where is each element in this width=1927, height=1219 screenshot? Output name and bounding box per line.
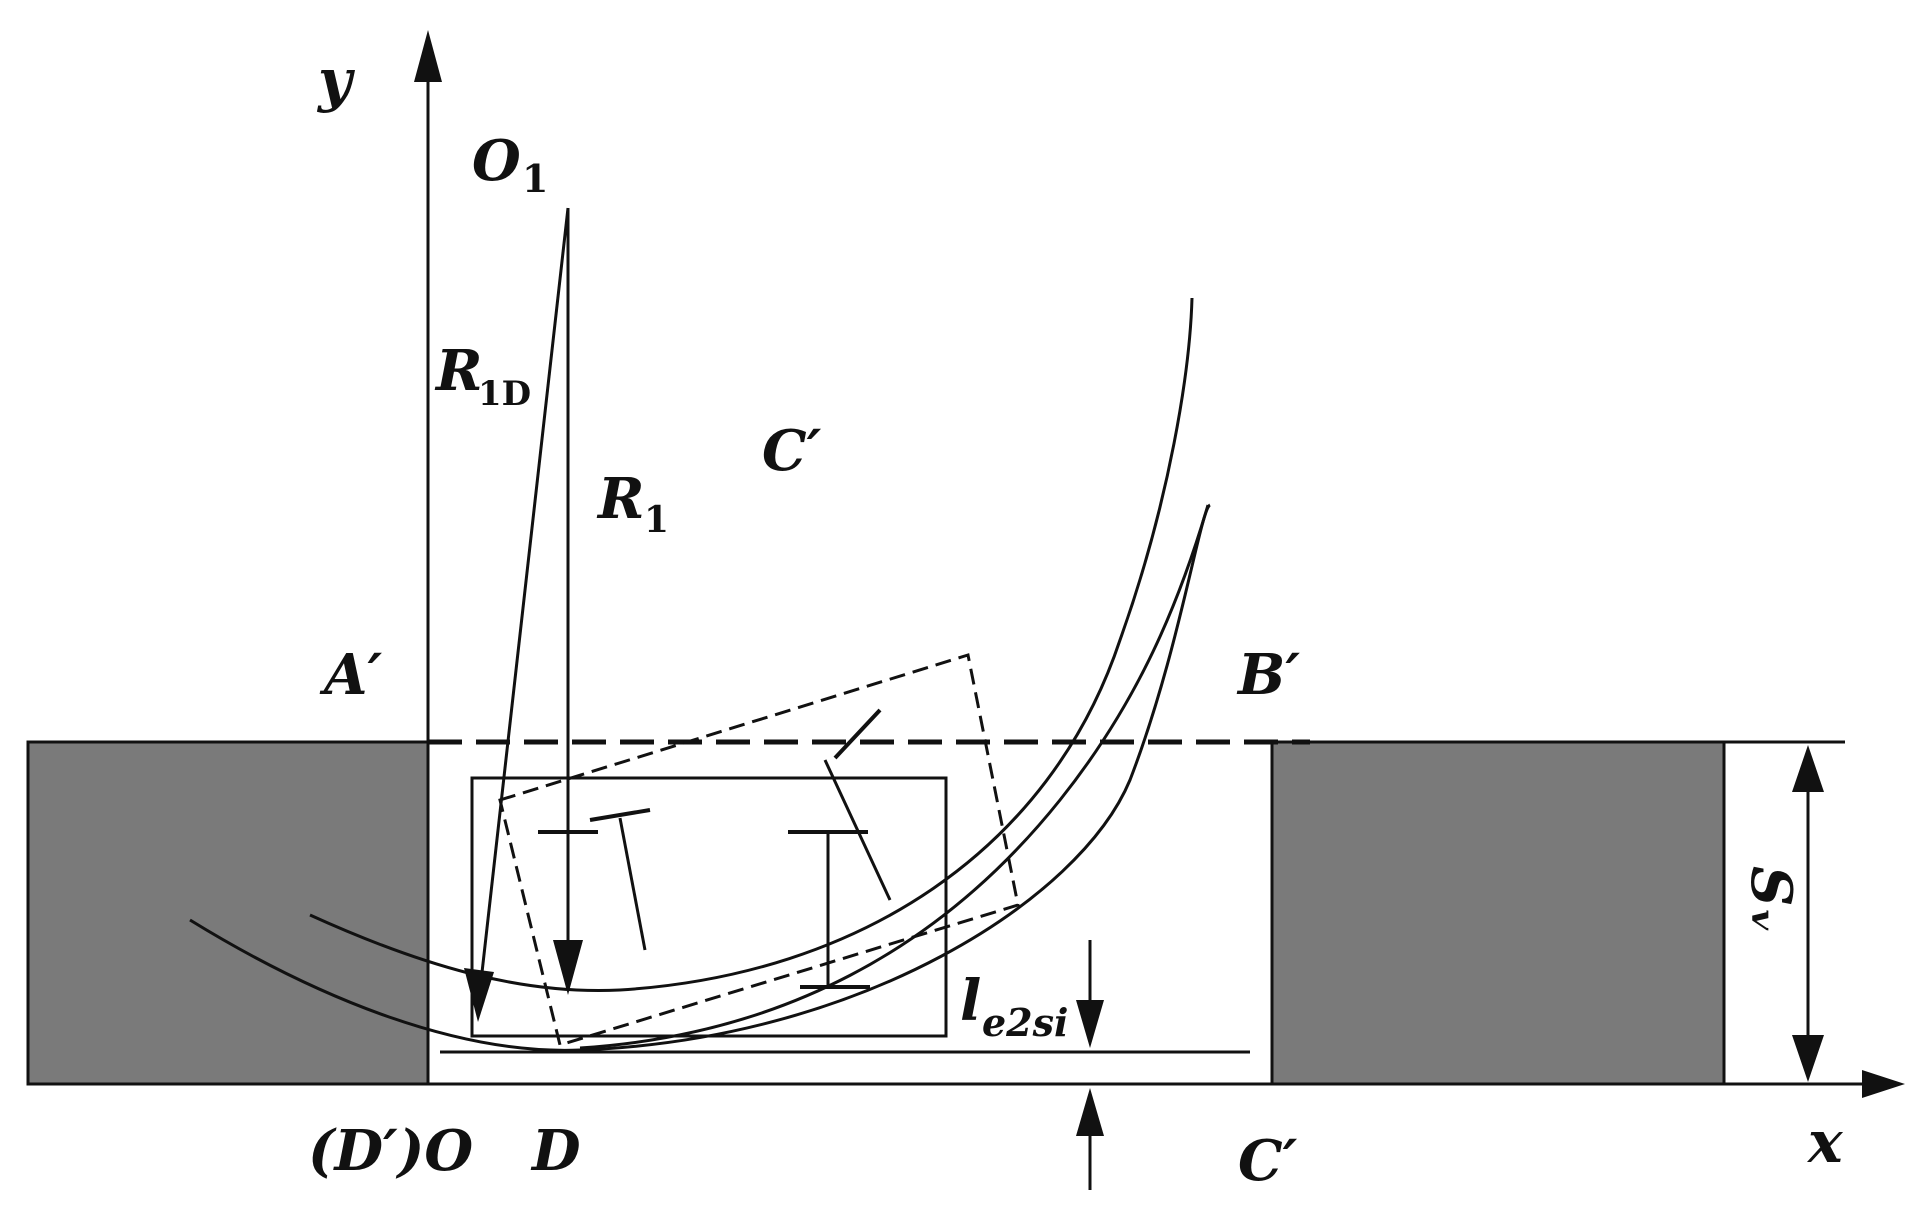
le2si-bottom-arrowhead <box>1076 1088 1104 1136</box>
rotated-rear-axle-mark <box>833 708 882 760</box>
d-label: D <box>530 1118 581 1184</box>
vehicle-rotated-position <box>498 653 1020 1047</box>
le2si-top-arrowhead <box>1076 1000 1104 1048</box>
sv-arrowhead-top <box>1792 745 1824 792</box>
r1-label: R <box>596 466 645 532</box>
sv-label: Sᵥ <box>1738 866 1804 934</box>
rotated-front-wheel-stem <box>618 817 647 951</box>
y-axis-arrowhead <box>414 30 442 82</box>
c-prime-bottom-label: C′ <box>1238 1128 1298 1194</box>
d-prime-o-label: (D′)O <box>308 1118 473 1184</box>
inner-turning-arc <box>579 504 1210 1050</box>
x-axis-arrowhead <box>1862 1070 1905 1098</box>
left-parked-block <box>26 740 430 1086</box>
radius-r1d-line <box>474 207 570 1009</box>
b-prime-label: B′ <box>1236 642 1300 708</box>
vehicle-final-position <box>470 776 948 1038</box>
o1-subscript: 1 <box>522 156 548 201</box>
r1d-subscript: 1D <box>478 374 531 414</box>
sv-arrowhead-bottom <box>1792 1035 1824 1082</box>
right-parked-block <box>1270 740 1726 1086</box>
r1d-label: R <box>434 338 483 404</box>
rotated-rear-wheel-stem <box>823 759 892 901</box>
c-prime-top-label: C′ <box>762 418 822 484</box>
r1d-arrowhead <box>464 968 494 1022</box>
o1-label: O <box>472 128 521 194</box>
r1-subscript: 1 <box>644 499 669 541</box>
x-axis-label: x <box>1806 1108 1844 1176</box>
le2si-label: l <box>960 968 981 1034</box>
r1-arrowhead <box>553 940 583 995</box>
a-prime-label: A′ <box>319 642 382 708</box>
outer-turning-arc <box>189 503 1212 1052</box>
rotated-front-axle-mark <box>589 808 651 822</box>
y-axis-label: y <box>316 46 356 114</box>
le2si-subscript: e2si <box>982 1000 1068 1045</box>
